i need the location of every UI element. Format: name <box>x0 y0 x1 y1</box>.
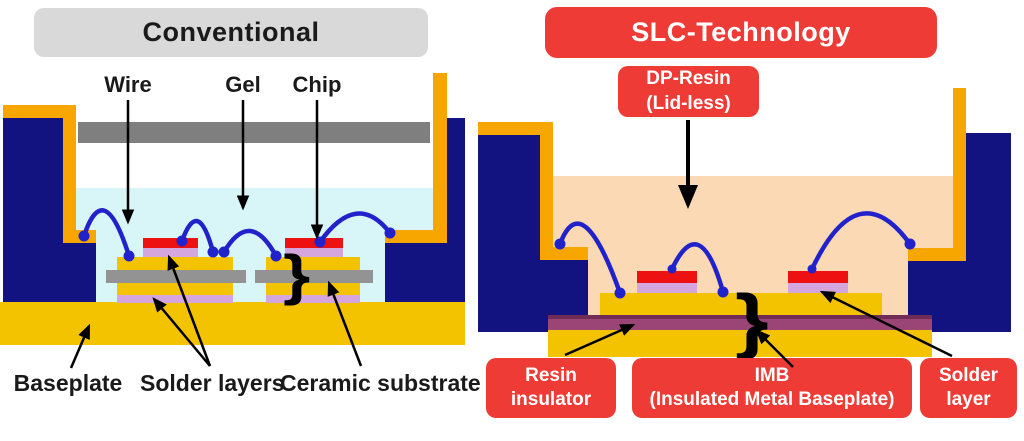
left-wall-terminal-top <box>3 105 76 118</box>
solder-bottom-2 <box>266 295 360 303</box>
slc-chip-2 <box>788 271 848 283</box>
solder-chip-1 <box>143 248 198 257</box>
right-wall-terminal <box>433 73 447 243</box>
slc-left-terminal-top <box>478 122 553 135</box>
baseplate-label: Baseplate <box>13 370 123 396</box>
chip-2 <box>285 238 343 248</box>
resin-insulator-line1: Resin <box>525 364 577 386</box>
solder-layers-label: Solder layers <box>140 370 285 396</box>
solder-layer-line2: layer <box>946 389 991 410</box>
copper-top-1 <box>117 257 233 270</box>
gel-label: Gel <box>225 72 261 97</box>
chip-label: Chip <box>292 72 342 97</box>
circuit-copper-layer <box>600 293 882 315</box>
resin-insulator-line2: insulator <box>510 389 592 410</box>
solder-bottom-1 <box>117 295 233 303</box>
wire-label: Wire <box>104 72 152 97</box>
slc-right-ledge <box>908 248 966 261</box>
slc-title: SLC-Technology <box>545 7 937 58</box>
solder-chip-2 <box>285 248 343 257</box>
right-wall-step <box>385 243 465 302</box>
slc-left-ledge <box>540 247 588 260</box>
slc-left-terminal-side <box>540 135 553 247</box>
slc-solder-chip-1 <box>637 283 697 293</box>
dp-resin-line2: (Lid-less) <box>646 92 731 114</box>
solder-layer-callout: Solder layer <box>920 358 1017 418</box>
resin-insulator-callout: Resin insulator <box>486 358 616 418</box>
left-wall-ledge <box>63 230 96 243</box>
left-wall <box>3 118 63 243</box>
imb-line2: (Insulated Metal Baseplate) <box>649 389 895 410</box>
lid <box>78 122 430 143</box>
slc-solder-chip-2 <box>788 283 848 293</box>
left-wall-step <box>3 243 96 302</box>
right-wall-ledge <box>385 230 447 243</box>
substrate-brace: } <box>283 243 311 306</box>
chip-1 <box>143 238 198 248</box>
dp-resin-line1: DP-Resin <box>646 68 731 90</box>
slc-chip-1 <box>637 271 697 283</box>
ceramic-substrate-1 <box>106 270 246 283</box>
conventional-title: Conventional <box>34 8 428 57</box>
ceramic-substrate-label: Ceramic substrate <box>280 370 481 396</box>
baseplate <box>0 302 465 345</box>
imb-line1: IMB <box>754 364 790 386</box>
copper-top-2 <box>266 257 360 270</box>
imb-callout: IMB (Insulated Metal Baseplate) <box>632 358 912 418</box>
copper-bottom-2 <box>266 283 360 295</box>
dp-resin-callout: DP-Resin (Lid-less) <box>618 66 759 117</box>
copper-bottom-1 <box>117 283 233 295</box>
left-wall-terminal-side <box>63 118 76 230</box>
solder-layer-line1: Solder <box>938 364 999 386</box>
imb-brace: } <box>735 281 769 361</box>
ceramic-substrate-2 <box>255 270 373 283</box>
slc-right-terminal <box>953 88 966 248</box>
